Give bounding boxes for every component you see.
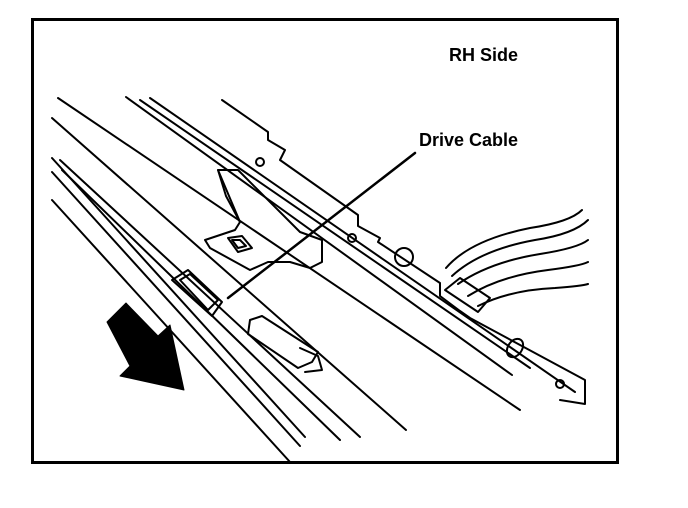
side-label: RH Side	[449, 45, 519, 65]
curved-arm	[444, 209, 589, 313]
main-track-lines	[51, 96, 576, 431]
bracket-slot	[505, 337, 525, 359]
drive-cable-leader-line	[226, 151, 417, 300]
drive-carriage	[171, 169, 323, 373]
arrow-down-right-icon	[106, 302, 185, 391]
upper-bracket	[221, 99, 586, 405]
bracket-hole-3	[394, 247, 414, 267]
bracket-hole-4	[555, 379, 565, 389]
bracket-hole-2	[347, 233, 357, 243]
drive-cable-label: Drive Cable	[419, 130, 519, 150]
bracket-hole-1	[255, 157, 265, 167]
